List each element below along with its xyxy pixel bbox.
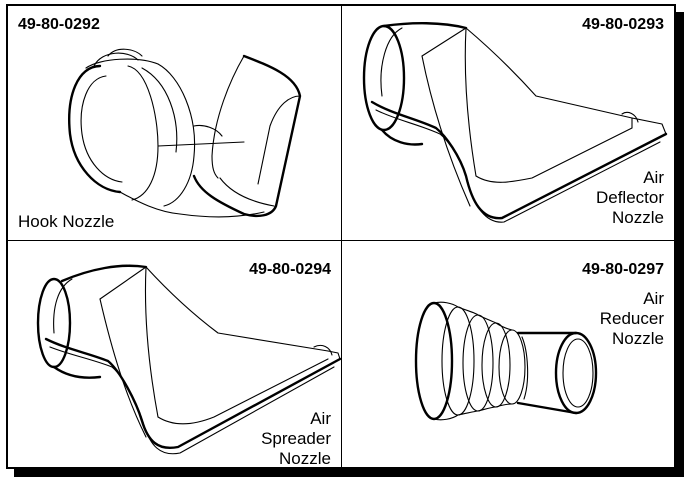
- panel-label: Air Spreader Nozzle: [261, 409, 331, 468]
- air-spreader-nozzle-drawing: [36, 264, 342, 455]
- panel-hook-nozzle: 49-80-0292 Hook Nozzle: [8, 6, 342, 241]
- part-number: 49-80-0292: [18, 16, 100, 33]
- part-number: 49-80-0297: [582, 261, 664, 278]
- panel-air-deflector-nozzle: 49-80-0293 Air Deflector Nozzle: [342, 6, 674, 241]
- nozzle-grid: 49-80-0292 Hook Nozzle 49-80-0293: [6, 4, 676, 469]
- air-deflector-nozzle-drawing: [362, 22, 668, 223]
- air-reducer-nozzle-drawing: [414, 301, 598, 421]
- hook-nozzle-drawing: [68, 48, 302, 218]
- panel-air-reducer-nozzle: 49-80-0297 Air Reducer Nozzle: [342, 241, 674, 467]
- panel-label: Air Deflector Nozzle: [595, 168, 664, 227]
- panel-air-spreader-nozzle: 49-80-0294 Air Spreader Nozzle: [8, 241, 342, 468]
- panel-label: Air Reducer Nozzle: [599, 289, 664, 348]
- part-number: 49-80-0293: [582, 16, 664, 33]
- part-number: 49-80-0294: [249, 261, 331, 278]
- panel-label: Hook Nozzle: [18, 212, 115, 231]
